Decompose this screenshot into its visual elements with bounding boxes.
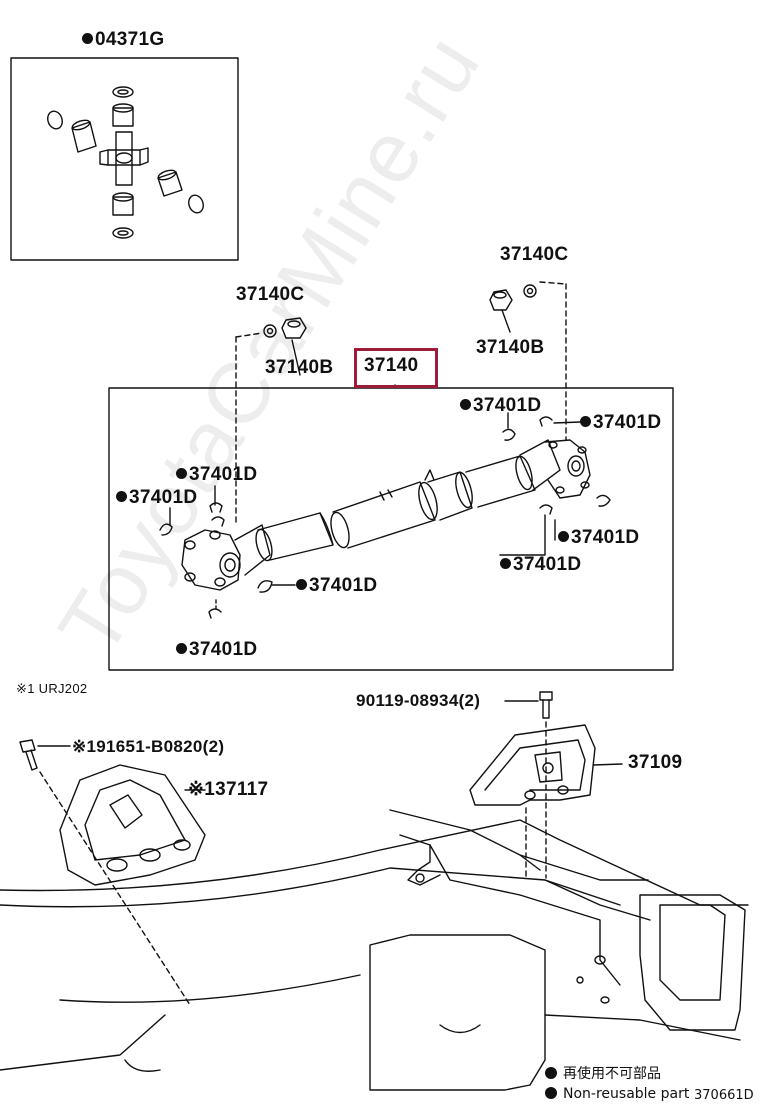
legend-en: Non-reusable part bbox=[545, 1086, 689, 1102]
label-clip-left-2[interactable]: 37401D bbox=[116, 488, 197, 507]
label-clip-top-1[interactable]: 37401D bbox=[460, 396, 541, 415]
universal-joint-cross bbox=[99, 131, 149, 186]
label-note: ※1 URJ202 bbox=[16, 681, 88, 696]
label-main-part[interactable]: 37140 bbox=[364, 355, 419, 376]
diagram-code: 370661D bbox=[694, 1088, 754, 1103]
label-clip-right-2[interactable]: 37401D bbox=[500, 555, 581, 574]
label-nut-right[interactable]: 37140C bbox=[500, 244, 569, 265]
bullet-icon bbox=[545, 1087, 557, 1099]
label-washer-right[interactable]: 37140B bbox=[476, 337, 545, 358]
kit-box bbox=[10, 57, 239, 261]
label-washer-left[interactable]: 37140B bbox=[265, 357, 334, 378]
label-bracket-right[interactable]: 37109 bbox=[628, 752, 683, 773]
label-clip-bottom-1[interactable]: 37401D bbox=[296, 576, 377, 595]
nut-washer-right bbox=[489, 281, 567, 441]
label-clip-right-1[interactable]: 37401D bbox=[558, 528, 639, 547]
propeller-shaft bbox=[181, 439, 591, 591]
label-bracket-left[interactable]: ※137117 bbox=[188, 779, 269, 800]
legend-en-text: Non-reusable part bbox=[563, 1086, 690, 1102]
label-clip-bottom-2[interactable]: 37401D bbox=[176, 640, 257, 659]
bolt-right bbox=[504, 691, 553, 881]
label-clip-top-2[interactable]: 37401D bbox=[580, 413, 661, 432]
bearing-cups bbox=[71, 103, 183, 216]
legend-jp: 再使用不可部品 bbox=[545, 1063, 661, 1083]
bracket-right bbox=[469, 724, 623, 806]
highlight-box bbox=[354, 348, 438, 388]
bolt-left bbox=[19, 739, 191, 1006]
vehicle-frame bbox=[0, 809, 749, 1091]
snap-rings bbox=[47, 86, 204, 239]
bracket-left bbox=[59, 764, 206, 886]
label-nut-left[interactable]: 37140C bbox=[236, 284, 305, 305]
snap-clips bbox=[159, 416, 611, 619]
label-kit[interactable]: 04371G bbox=[82, 30, 164, 49]
label-bolt-left[interactable]: ※191651-B0820(2) bbox=[72, 737, 225, 756]
legend-jp-text: 再使用不可部品 bbox=[563, 1066, 661, 1082]
label-bolt-right[interactable]: 90119-08934(2) bbox=[356, 691, 481, 710]
nut-washer-left bbox=[235, 317, 307, 526]
label-clip-left-1[interactable]: 37401D bbox=[176, 465, 257, 484]
bullet-icon bbox=[545, 1067, 557, 1079]
propeller-shaft-box bbox=[108, 387, 674, 671]
